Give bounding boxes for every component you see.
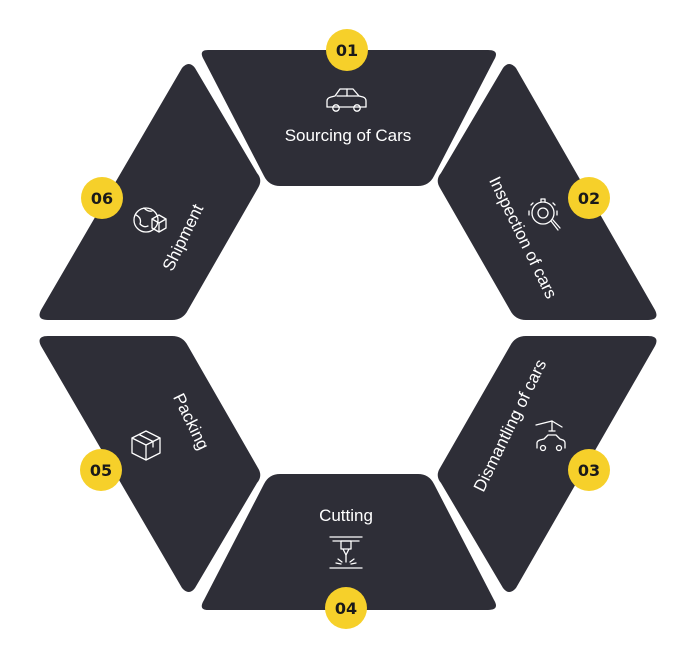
segment-04-shape <box>201 474 496 610</box>
step-03: Dismantling of cars 03 <box>437 336 657 592</box>
step-01-badge <box>326 29 368 71</box>
step-04-label: Cutting <box>319 506 373 525</box>
step-02-badge <box>568 177 610 219</box>
step-05-badge <box>80 449 122 491</box>
step-01: Sourcing of Cars 01 <box>201 29 496 186</box>
box-icon <box>131 430 161 461</box>
step-02-number: 02 <box>578 189 600 208</box>
step-03-number: 03 <box>578 461 600 480</box>
globe-box-icon <box>133 207 167 233</box>
step-04: Cutting 04 <box>201 474 496 629</box>
step-06-number: 06 <box>91 189 113 208</box>
step-06-badge <box>81 177 123 219</box>
segment-06-shape <box>39 64 261 320</box>
laser-cutter-icon <box>329 536 363 569</box>
inspection-gear-icon <box>528 198 561 231</box>
step-06: Shipment 06 <box>39 64 261 320</box>
step-02: Inspection of cars 02 <box>437 64 657 320</box>
step-03-badge <box>568 449 610 491</box>
car-icon <box>326 88 367 112</box>
segment-03-shape <box>437 336 657 592</box>
segment-02-shape <box>437 64 657 320</box>
step-01-number: 01 <box>336 41 358 60</box>
step-05: Packing 05 <box>39 336 261 592</box>
step-04-number: 04 <box>335 599 357 618</box>
step-01-label: Sourcing of Cars <box>285 126 412 145</box>
segment-01-shape <box>201 50 496 186</box>
segment-05-shape <box>39 336 261 592</box>
step-05-number: 05 <box>90 461 112 480</box>
crane-car-icon <box>535 420 566 452</box>
step-04-badge <box>325 587 367 629</box>
